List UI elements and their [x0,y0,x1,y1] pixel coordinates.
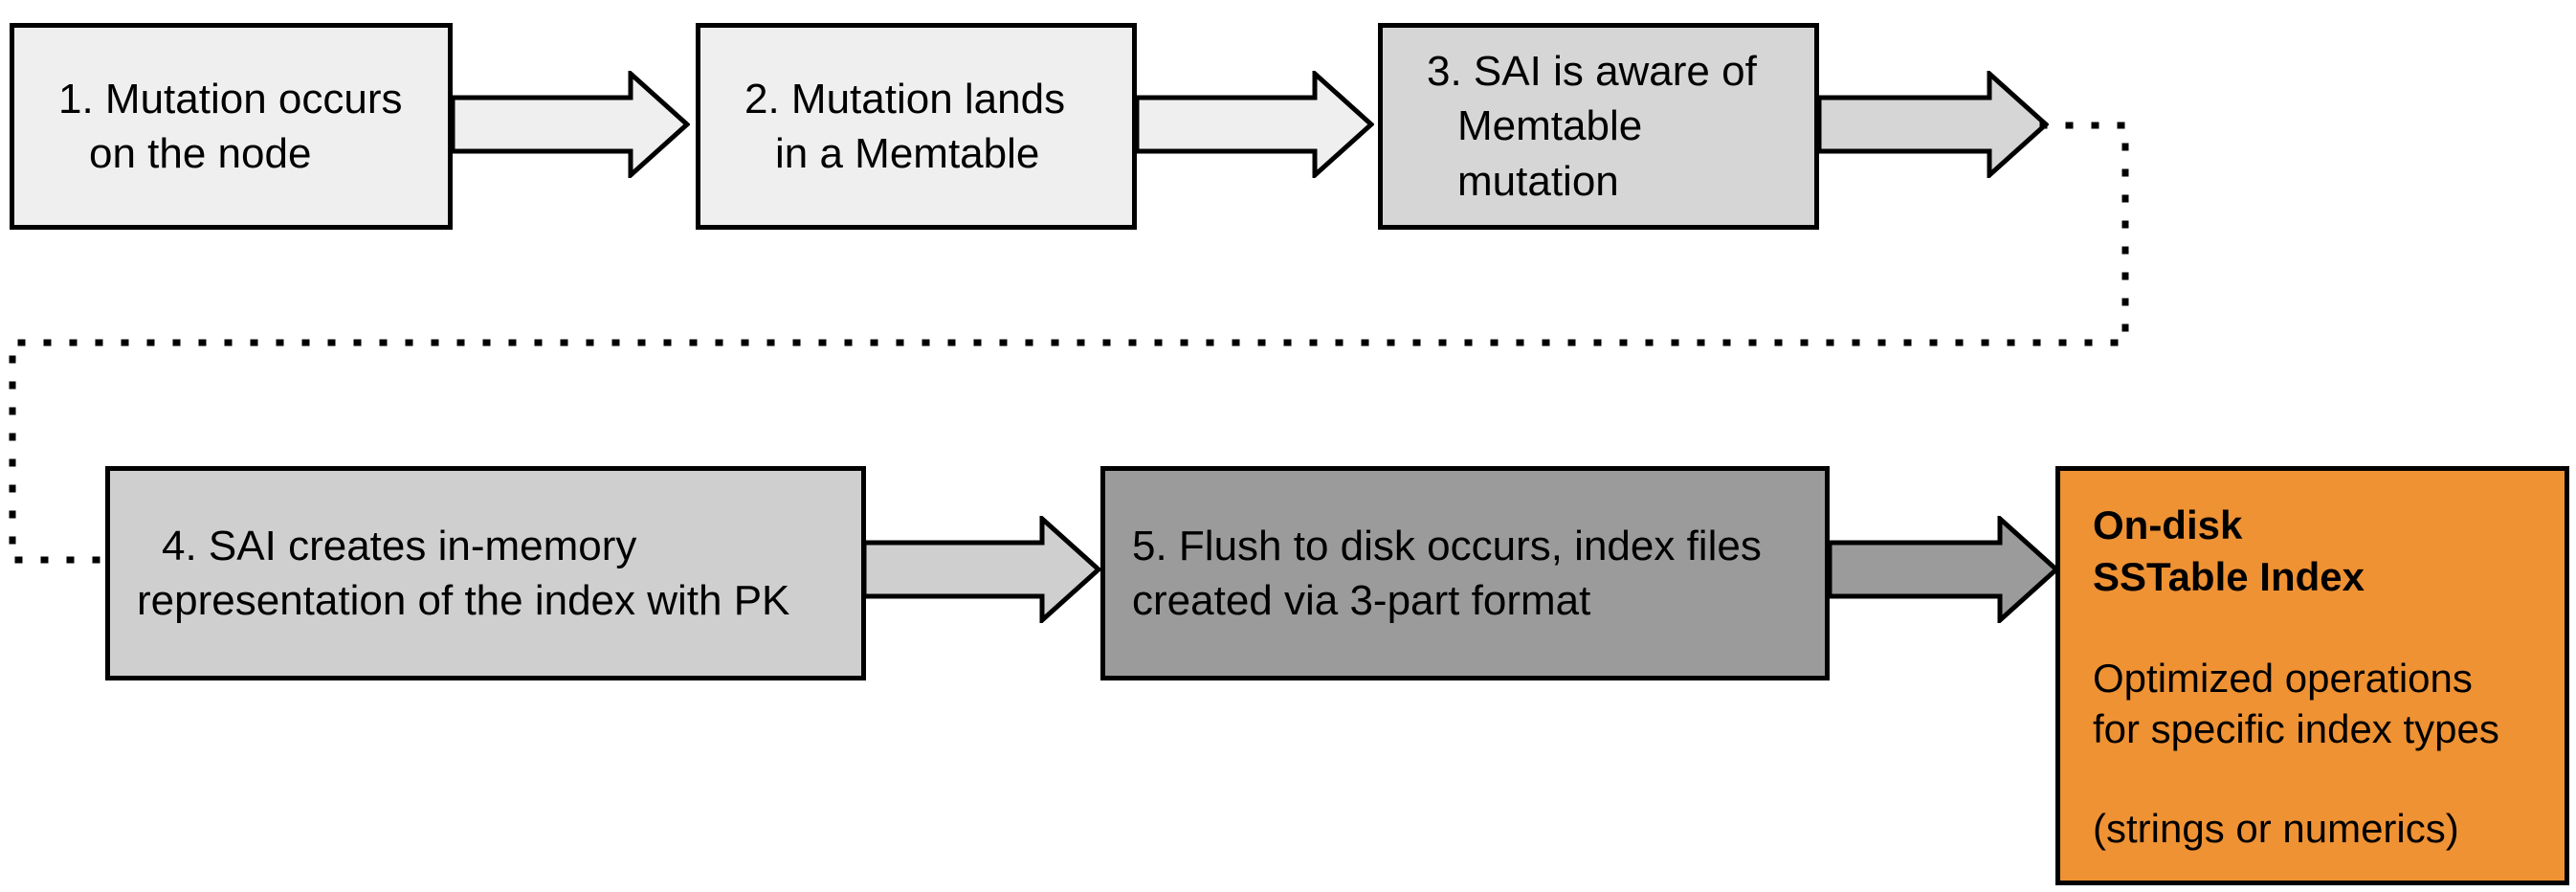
flow-step-5[interactable]: 5. Flush to disk occurs, index files cre… [1100,466,1830,680]
flow-step-4[interactable]: 4. SAI creates in-memory representation … [105,466,866,680]
arrow-step-5-to-terminal [1830,516,2059,623]
step-4-line-2: representation of the index with PK [137,577,790,624]
terminal-heading-line-2: SSTable Index [2093,553,2365,599]
step-2-line-2: in a Memtable [775,130,1040,177]
step-3-line-3: mutation [1457,157,1619,205]
step-2-line-1: 2. Mutation lands [744,75,1066,123]
arrow-step-3-to-connector [1819,71,2049,178]
step-1-line-2: on the node [89,130,312,177]
step-4-line-1: 4. SAI creates in-memory [162,522,637,569]
terminal-note-line: (strings or numerics) [2093,806,2459,851]
terminal-body-line-2: for specific index types [2093,706,2499,752]
terminal-body-line-1: Optimized operations [2093,655,2473,701]
arrow-step-1-to-step-2 [453,71,690,178]
flow-step-3[interactable]: 3. SAI is aware of Memtable mutation [1378,23,1819,230]
terminal-spacer-2 [2093,755,2540,803]
arrow-step-2-to-step-3 [1137,71,1374,178]
arrow-step-4-to-step-5 [864,516,1101,623]
terminal-spacer-1 [2093,603,2540,653]
step-3-line-1: 3. SAI is aware of [1427,48,1757,96]
terminal-on-disk-sstable-index[interactable]: On-disk SSTable Index Optimized operatio… [2055,466,2569,885]
terminal-heading-line-1: On-disk [2093,502,2243,547]
flow-step-1[interactable]: 1. Mutation occurs on the node [10,23,453,230]
step-5-line-1: 5. Flush to disk occurs, index files [1132,522,1762,569]
flow-step-2[interactable]: 2. Mutation lands in a Memtable [696,23,1137,230]
step-1-line-1: 1. Mutation occurs [58,75,403,123]
step-5-line-2: created via 3-part format [1132,577,1591,624]
step-3-line-2: Memtable [1457,102,1643,150]
